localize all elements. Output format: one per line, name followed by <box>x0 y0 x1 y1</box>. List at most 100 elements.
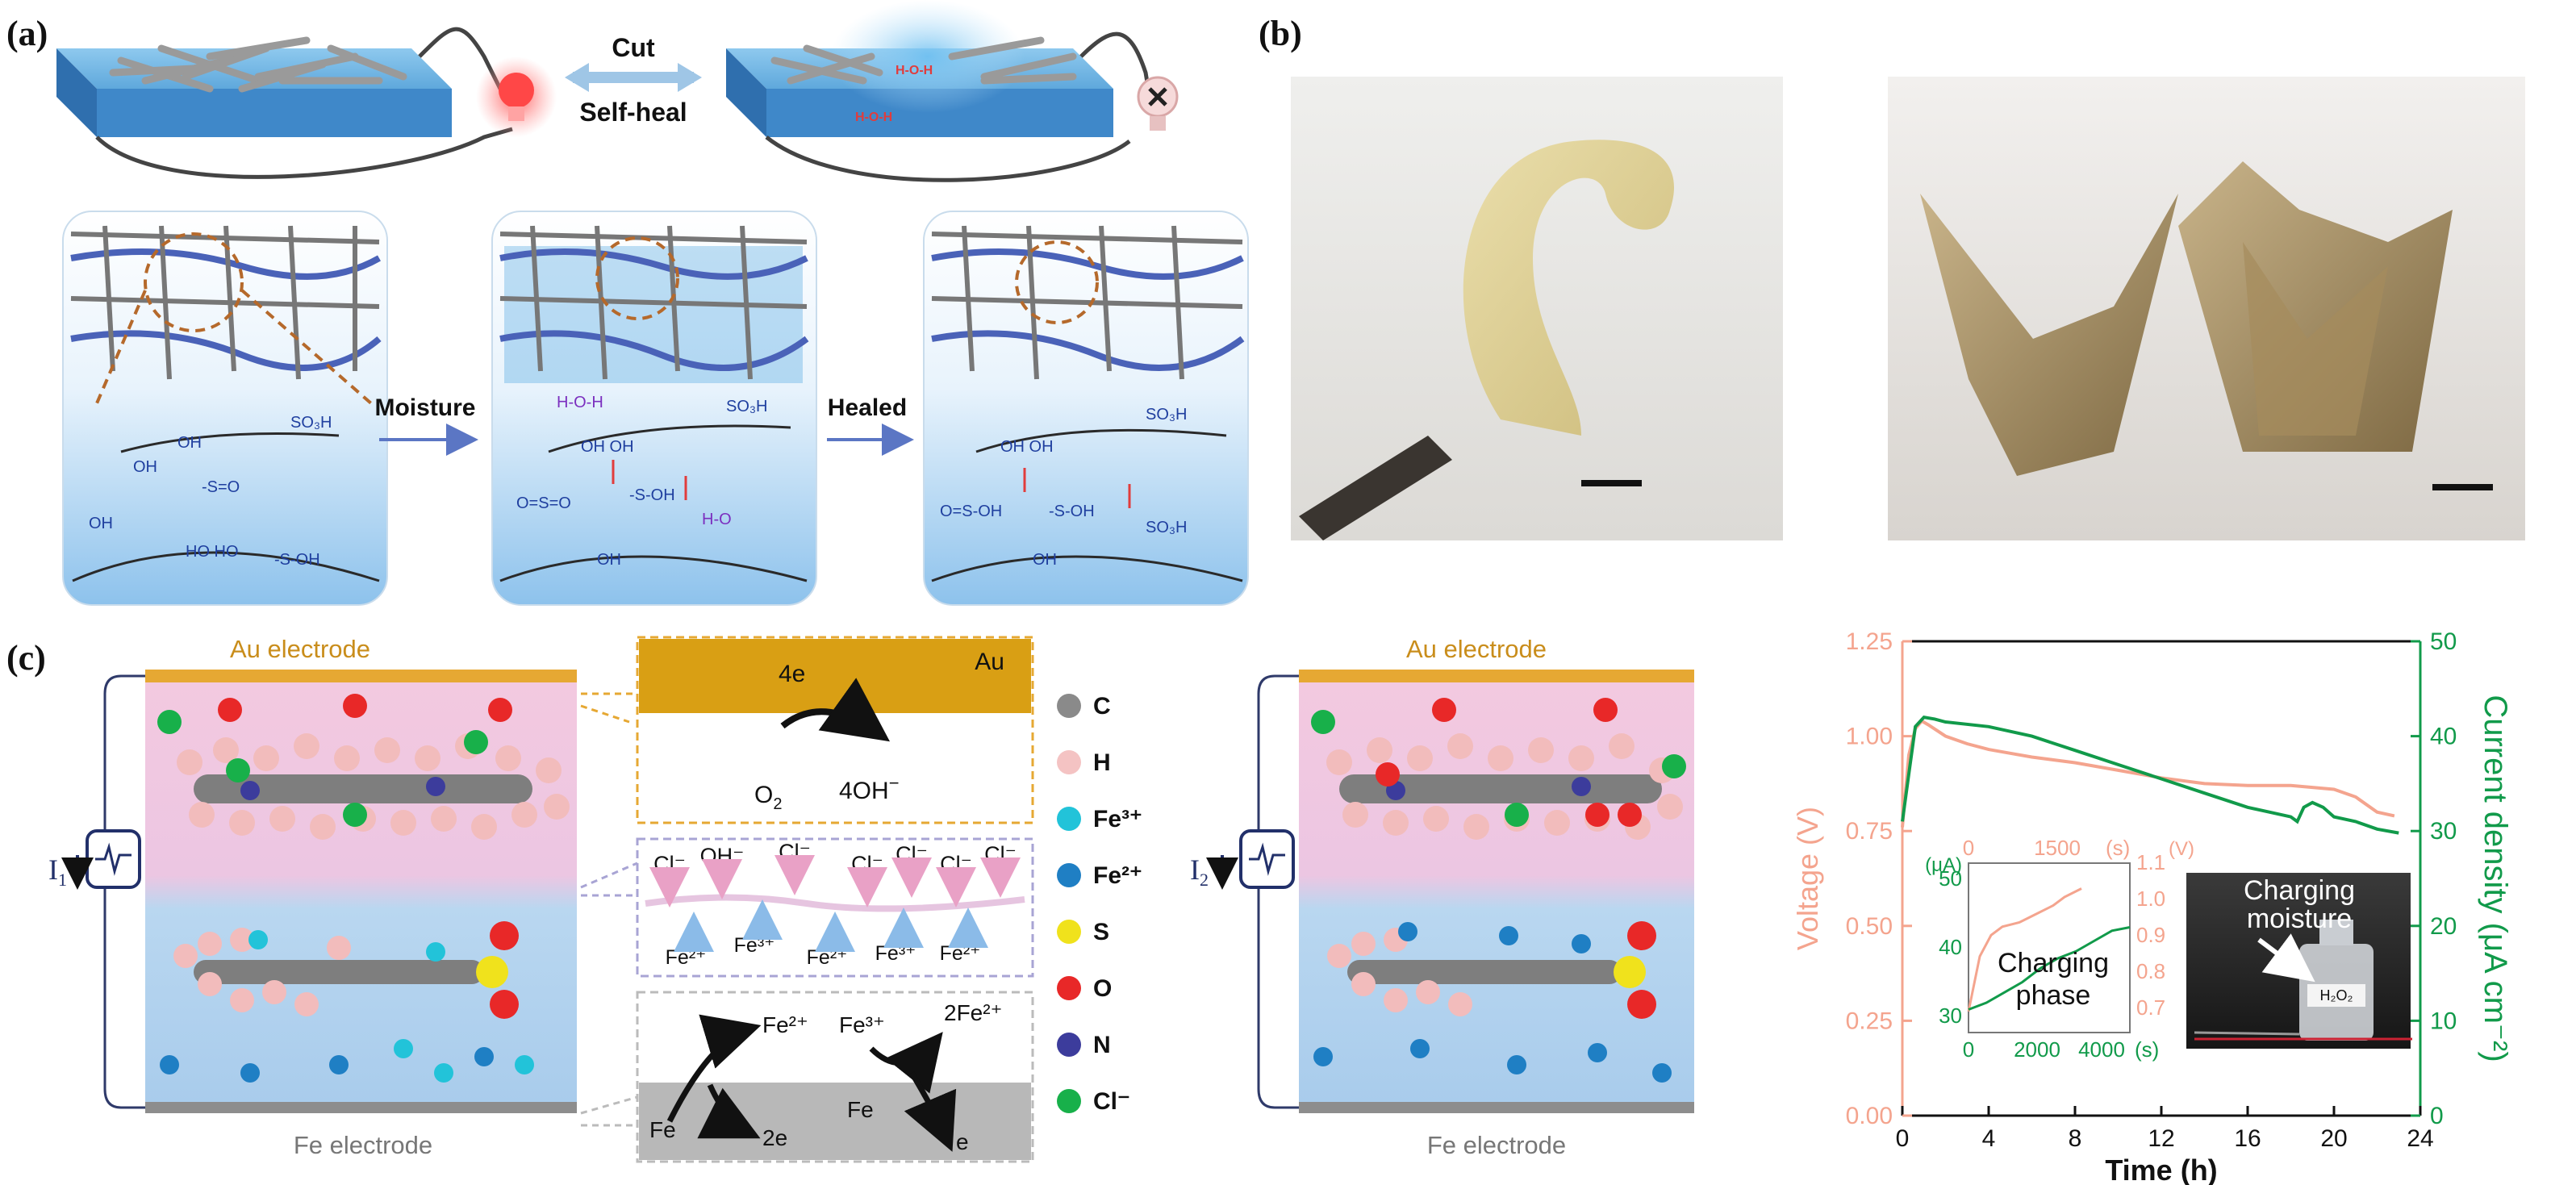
cell-diagram-right: Au electrode Fe electrode I2 <box>1190 635 1694 1159</box>
bottle-label: H₂O₂ <box>2320 987 2353 1003</box>
bottom-electrode-label-right: Fe electrode <box>1427 1131 1566 1159</box>
au-label: Au <box>975 649 1004 675</box>
inset-right-unit: (V) <box>2169 838 2194 860</box>
anion-label: Cl⁻ <box>896 842 928 866</box>
svg-text:O=S-OH: O=S-OH <box>940 503 1002 520</box>
legend-label: C <box>1093 693 1111 720</box>
au-reactant-label: O2 <box>754 782 782 813</box>
svg-text:-S=O: -S=O <box>202 478 240 496</box>
legend-label: Fe²⁺ <box>1093 862 1142 889</box>
legend-label: H <box>1093 749 1111 776</box>
legend-label: O <box>1093 975 1112 1002</box>
svg-text:SO₃H: SO₃H <box>290 414 332 432</box>
svg-text:HO HO: HO HO <box>186 543 239 561</box>
cut-selfheal-arrow: Cut Self-heal <box>565 33 702 127</box>
y-left-axis-title: Voltage (V) <box>1791 807 1824 950</box>
bottom-electrode-label-left: Fe electrode <box>294 1131 432 1159</box>
healed-arrow: Healed <box>827 394 914 456</box>
svg-text:OH OH: OH OH <box>1000 438 1054 456</box>
inset-right-tick-label: 0.9 <box>2136 923 2165 947</box>
legend-label: Fe³⁺ <box>1093 806 1142 832</box>
inset-left-tick-label: 30 <box>1939 1003 1962 1028</box>
legend-label: N <box>1093 1032 1111 1058</box>
inset-bottom-tick-label: 4000 <box>2078 1037 2125 1062</box>
photo-label-line2: moisture <box>2247 903 2352 934</box>
legend-label: S <box>1093 919 1109 945</box>
current-label-right: I2 <box>1190 853 1209 890</box>
y-left-tick-label: 1.00 <box>1846 724 1893 750</box>
y-right-axis-title: Current density (μA cm⁻²) <box>2478 695 2513 1062</box>
y-left-tick-label: 0.50 <box>1846 913 1893 940</box>
polymer-chain-top-right <box>1311 698 1686 840</box>
svg-text:SO₃H: SO₃H <box>1146 519 1187 536</box>
svg-text:H-O: H-O <box>702 511 732 528</box>
x-tick-label: 8 <box>2069 1125 2082 1152</box>
x-tick-label: 4 <box>1982 1125 1996 1152</box>
healed-label: Healed <box>828 394 907 421</box>
photo-bent-film <box>1291 77 1783 540</box>
anion-label: OH⁻ <box>700 844 745 868</box>
e-label: e <box>956 1129 969 1154</box>
svg-text:H-O-H: H-O-H <box>896 64 933 77</box>
x-tick-label: 20 <box>2320 1125 2347 1152</box>
photo-arrow <box>2257 933 2315 983</box>
inset-left-unit: (μA) <box>1925 854 1962 876</box>
fe-reaction-box: Fe Fe²⁺ 2e Fe³⁺ Fe 2Fe²⁺ e <box>636 991 1034 1163</box>
bottle-label-bg <box>2307 984 2365 1007</box>
self-heal-label: Self-heal <box>579 98 687 127</box>
inset-bottom-tick-label: 0 <box>1963 1037 1974 1062</box>
fe3-label: Fe³⁺ <box>839 1012 885 1037</box>
x-tick-label: 12 <box>2148 1125 2174 1152</box>
legend-swatch <box>1057 694 1081 718</box>
twofe2-label: 2Fe²⁺ <box>944 1000 1002 1025</box>
cation-label: Fe²⁺ <box>940 942 981 965</box>
legend-swatch <box>1057 807 1081 831</box>
inset-right-tick-label: 1.1 <box>2136 850 2165 874</box>
svg-text:OH: OH <box>1033 551 1057 569</box>
inset-voltage-line <box>1967 887 2082 1012</box>
fe-left-label: Fe <box>649 1117 676 1142</box>
inset-label-line1: Charging <box>1998 948 2109 978</box>
photo-label-line1: Charging <box>2244 875 2355 906</box>
svg-text:OH: OH <box>89 515 113 532</box>
anion-label: Cl⁻ <box>851 852 883 876</box>
fe2-product-label: Fe²⁺ <box>762 1012 808 1037</box>
legend-swatch <box>1057 1033 1081 1057</box>
y-left-tick-label: 0.75 <box>1846 818 1893 845</box>
polymer-chain-bottom-right <box>1313 921 1672 1083</box>
moisture-label: Moisture <box>374 394 475 421</box>
inset-bottom-tick-label: 2000 <box>2014 1037 2060 1062</box>
x-tick-label: 24 <box>2407 1125 2433 1152</box>
inset-top-tick-label: 1500 <box>2034 836 2081 860</box>
y-left-tick-label: 0.00 <box>1846 1103 1893 1129</box>
x-tick-label: 0 <box>1896 1125 1910 1152</box>
anion-label: Cl⁻ <box>653 852 686 876</box>
svg-text:OH OH: OH OH <box>581 438 634 456</box>
voltage-series-line <box>1901 719 2395 828</box>
cation-label: Fe³⁺ <box>734 934 775 957</box>
svg-text:-S-OH: -S-OH <box>274 551 320 569</box>
moisture-arrow: Moisture <box>374 394 478 456</box>
cut-label: Cut <box>612 33 655 62</box>
y-left-tick-label: 0.25 <box>1846 1008 1893 1034</box>
svg-text:OH: OH <box>177 434 202 452</box>
inset-left-tick-label: 50 <box>1939 866 1962 891</box>
au-reaction-box: Au 4e O2 4OH− <box>636 636 1034 824</box>
pristine-film-slab <box>56 27 513 179</box>
inset-left-tick-label: 40 <box>1939 935 1962 959</box>
ion-exchange-box: Cl⁻OH⁻Cl⁻Cl⁻Cl⁻Cl⁻Cl⁻ Fe²⁺Fe³⁺Fe²⁺Fe³⁺Fe… <box>636 837 1034 978</box>
x-tick-label: 16 <box>2234 1125 2261 1152</box>
anion-label: Cl⁻ <box>779 840 811 864</box>
inset-top-tick-label: (s) <box>2106 836 2130 860</box>
legend-swatch <box>1057 976 1081 1000</box>
e2-label: 2e <box>762 1125 787 1150</box>
panel-label-c: (c) <box>6 638 46 678</box>
inset-right-tick-label: 0.7 <box>2136 995 2165 1020</box>
lit-bulb-icon <box>476 56 557 137</box>
panel-label-b: (b) <box>1259 14 1302 53</box>
fe-right-label: Fe <box>847 1097 874 1122</box>
inset-label-line2: phase <box>2016 980 2091 1011</box>
